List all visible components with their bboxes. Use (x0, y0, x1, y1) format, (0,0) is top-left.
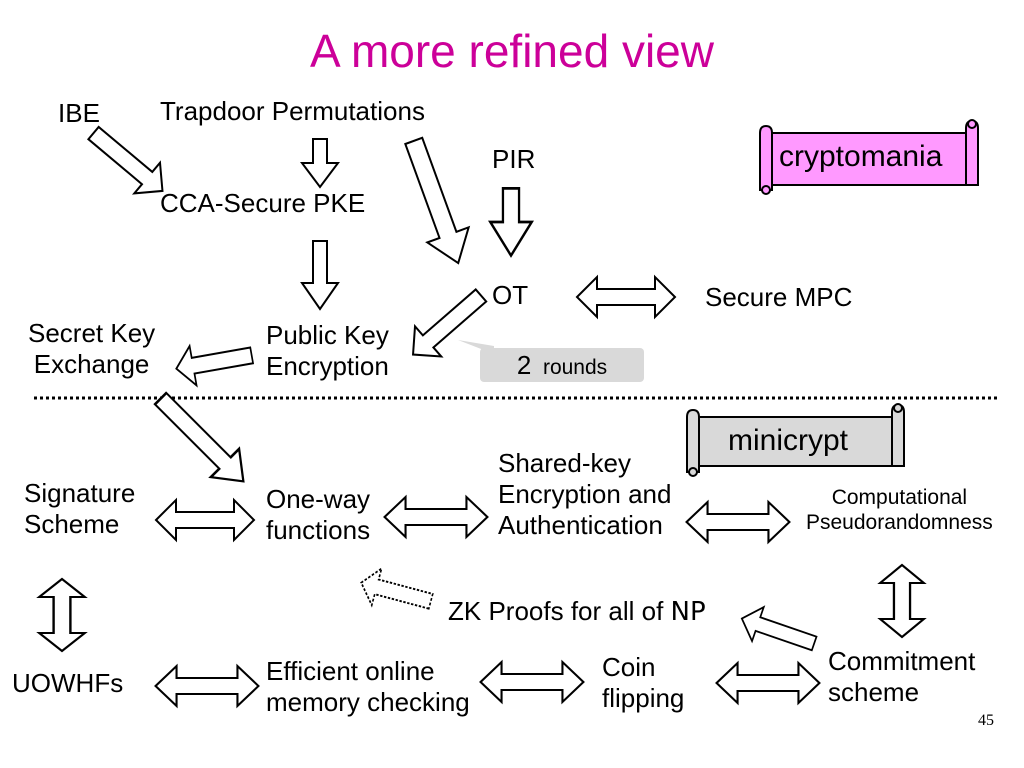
cryptomania-scroll (759, 119, 979, 195)
node-commitment-scheme: Commitment scheme (828, 646, 975, 708)
slide-title: A more refined view (310, 25, 714, 77)
one-way-functions-line-2: functions (266, 515, 371, 546)
node-efficient-online-memory-checking: Efficient online memory checking (266, 656, 470, 718)
arrow-commit-to-zk (735, 600, 821, 662)
secret-key-exchange-line-1: Secret Key (28, 318, 156, 348)
memory-checking-line-2: memory checking (266, 687, 470, 718)
public-key-encryption-line-1: Public Key (266, 320, 389, 350)
cryptomania-label: cryptomania (779, 140, 943, 173)
arrow-cca-to-pke (301, 240, 339, 310)
page-number: 45 (978, 712, 994, 729)
arrow-ske-to-owf (145, 383, 259, 497)
shared-key-encryption-line-3: Authentication (498, 510, 663, 541)
arrow-trapdoor-to-ot (392, 132, 480, 272)
one-way-functions-line-1: One-way (266, 484, 371, 514)
node-computational-pseudorandomness: Computational Pseudorandomness (806, 485, 993, 535)
arrow-shared-prg (685, 500, 791, 544)
arrow-prg-commit (879, 563, 925, 639)
commitment-scheme-line-1: Commitment (828, 646, 976, 676)
zk-proofs-text: ZK Proofs for all of (448, 596, 671, 626)
commitment-scheme-line-2: scheme (828, 677, 920, 708)
ot-rounds-number: 2 (516, 350, 532, 380)
node-pir: PIR (492, 144, 536, 174)
arrow-memcheck-coin (479, 660, 585, 704)
node-trapdoor-permutations: Trapdoor Permutations (160, 96, 425, 126)
node-secret-key-exchange: Secret Key Exchange (28, 318, 155, 380)
secret-key-exchange-line-2: Exchange (33, 349, 150, 380)
minicrypt-label: minicrypt (728, 424, 849, 457)
arrow-owf-shared (383, 495, 489, 539)
minicrypt-scroll (686, 403, 905, 477)
node-ibe: IBE (58, 98, 100, 128)
public-key-encryption-line-2: Encryption (266, 351, 389, 382)
node-ot: OT (492, 280, 529, 310)
arrow-coin-commit (715, 661, 821, 705)
node-shared-key-encryption: Shared-key Encryption and Authentication (498, 448, 671, 542)
arrow-sig-owf (155, 499, 255, 541)
node-public-key-encryption: Public Key Encryption (266, 320, 389, 382)
arrow-sig-uowhf (38, 577, 87, 653)
node-signature-scheme: Signature Scheme (24, 478, 135, 540)
node-uowhfs: UOWHFs (12, 668, 124, 698)
node-zk-proofs: ZK Proofs for all of NP (448, 596, 706, 628)
arrow-trapdoor-to-cca (301, 138, 339, 188)
memory-checking-line-1: Efficient online (266, 656, 435, 686)
node-secure-mpc: Secure MPC (705, 282, 853, 312)
computational-pseudorandomness-line-1: Computational (831, 486, 968, 509)
coin-flipping-line-1: Coin (602, 652, 656, 682)
arrow-ot-mpc (576, 276, 676, 318)
shared-key-encryption-line-1: Shared-key (498, 448, 631, 478)
signature-scheme-line-1: Signature (24, 478, 136, 508)
ot-rounds-unit: rounds (542, 356, 608, 379)
coin-flipping-line-2: flipping (602, 683, 685, 714)
arrow-zk-to-owf (355, 563, 437, 621)
np-text: NP (670, 597, 706, 627)
node-one-way-functions: One-way functions (266, 484, 370, 546)
node-cca-secure-pke: CCA-Secure PKE (160, 188, 366, 218)
arrow-pke-to-ske (171, 334, 257, 390)
computational-pseudorandomness-line-2: Pseudorandomness (806, 511, 993, 535)
ot-rounds-callout: 2 rounds (480, 348, 644, 382)
arrow-uowhf-memcheck (154, 664, 260, 708)
arrow-pir-to-ot (488, 186, 534, 258)
signature-scheme-line-2: Scheme (24, 509, 120, 540)
node-coin-flipping: Coin flipping (602, 652, 684, 714)
shared-key-encryption-line-2: Encryption and (498, 479, 672, 510)
